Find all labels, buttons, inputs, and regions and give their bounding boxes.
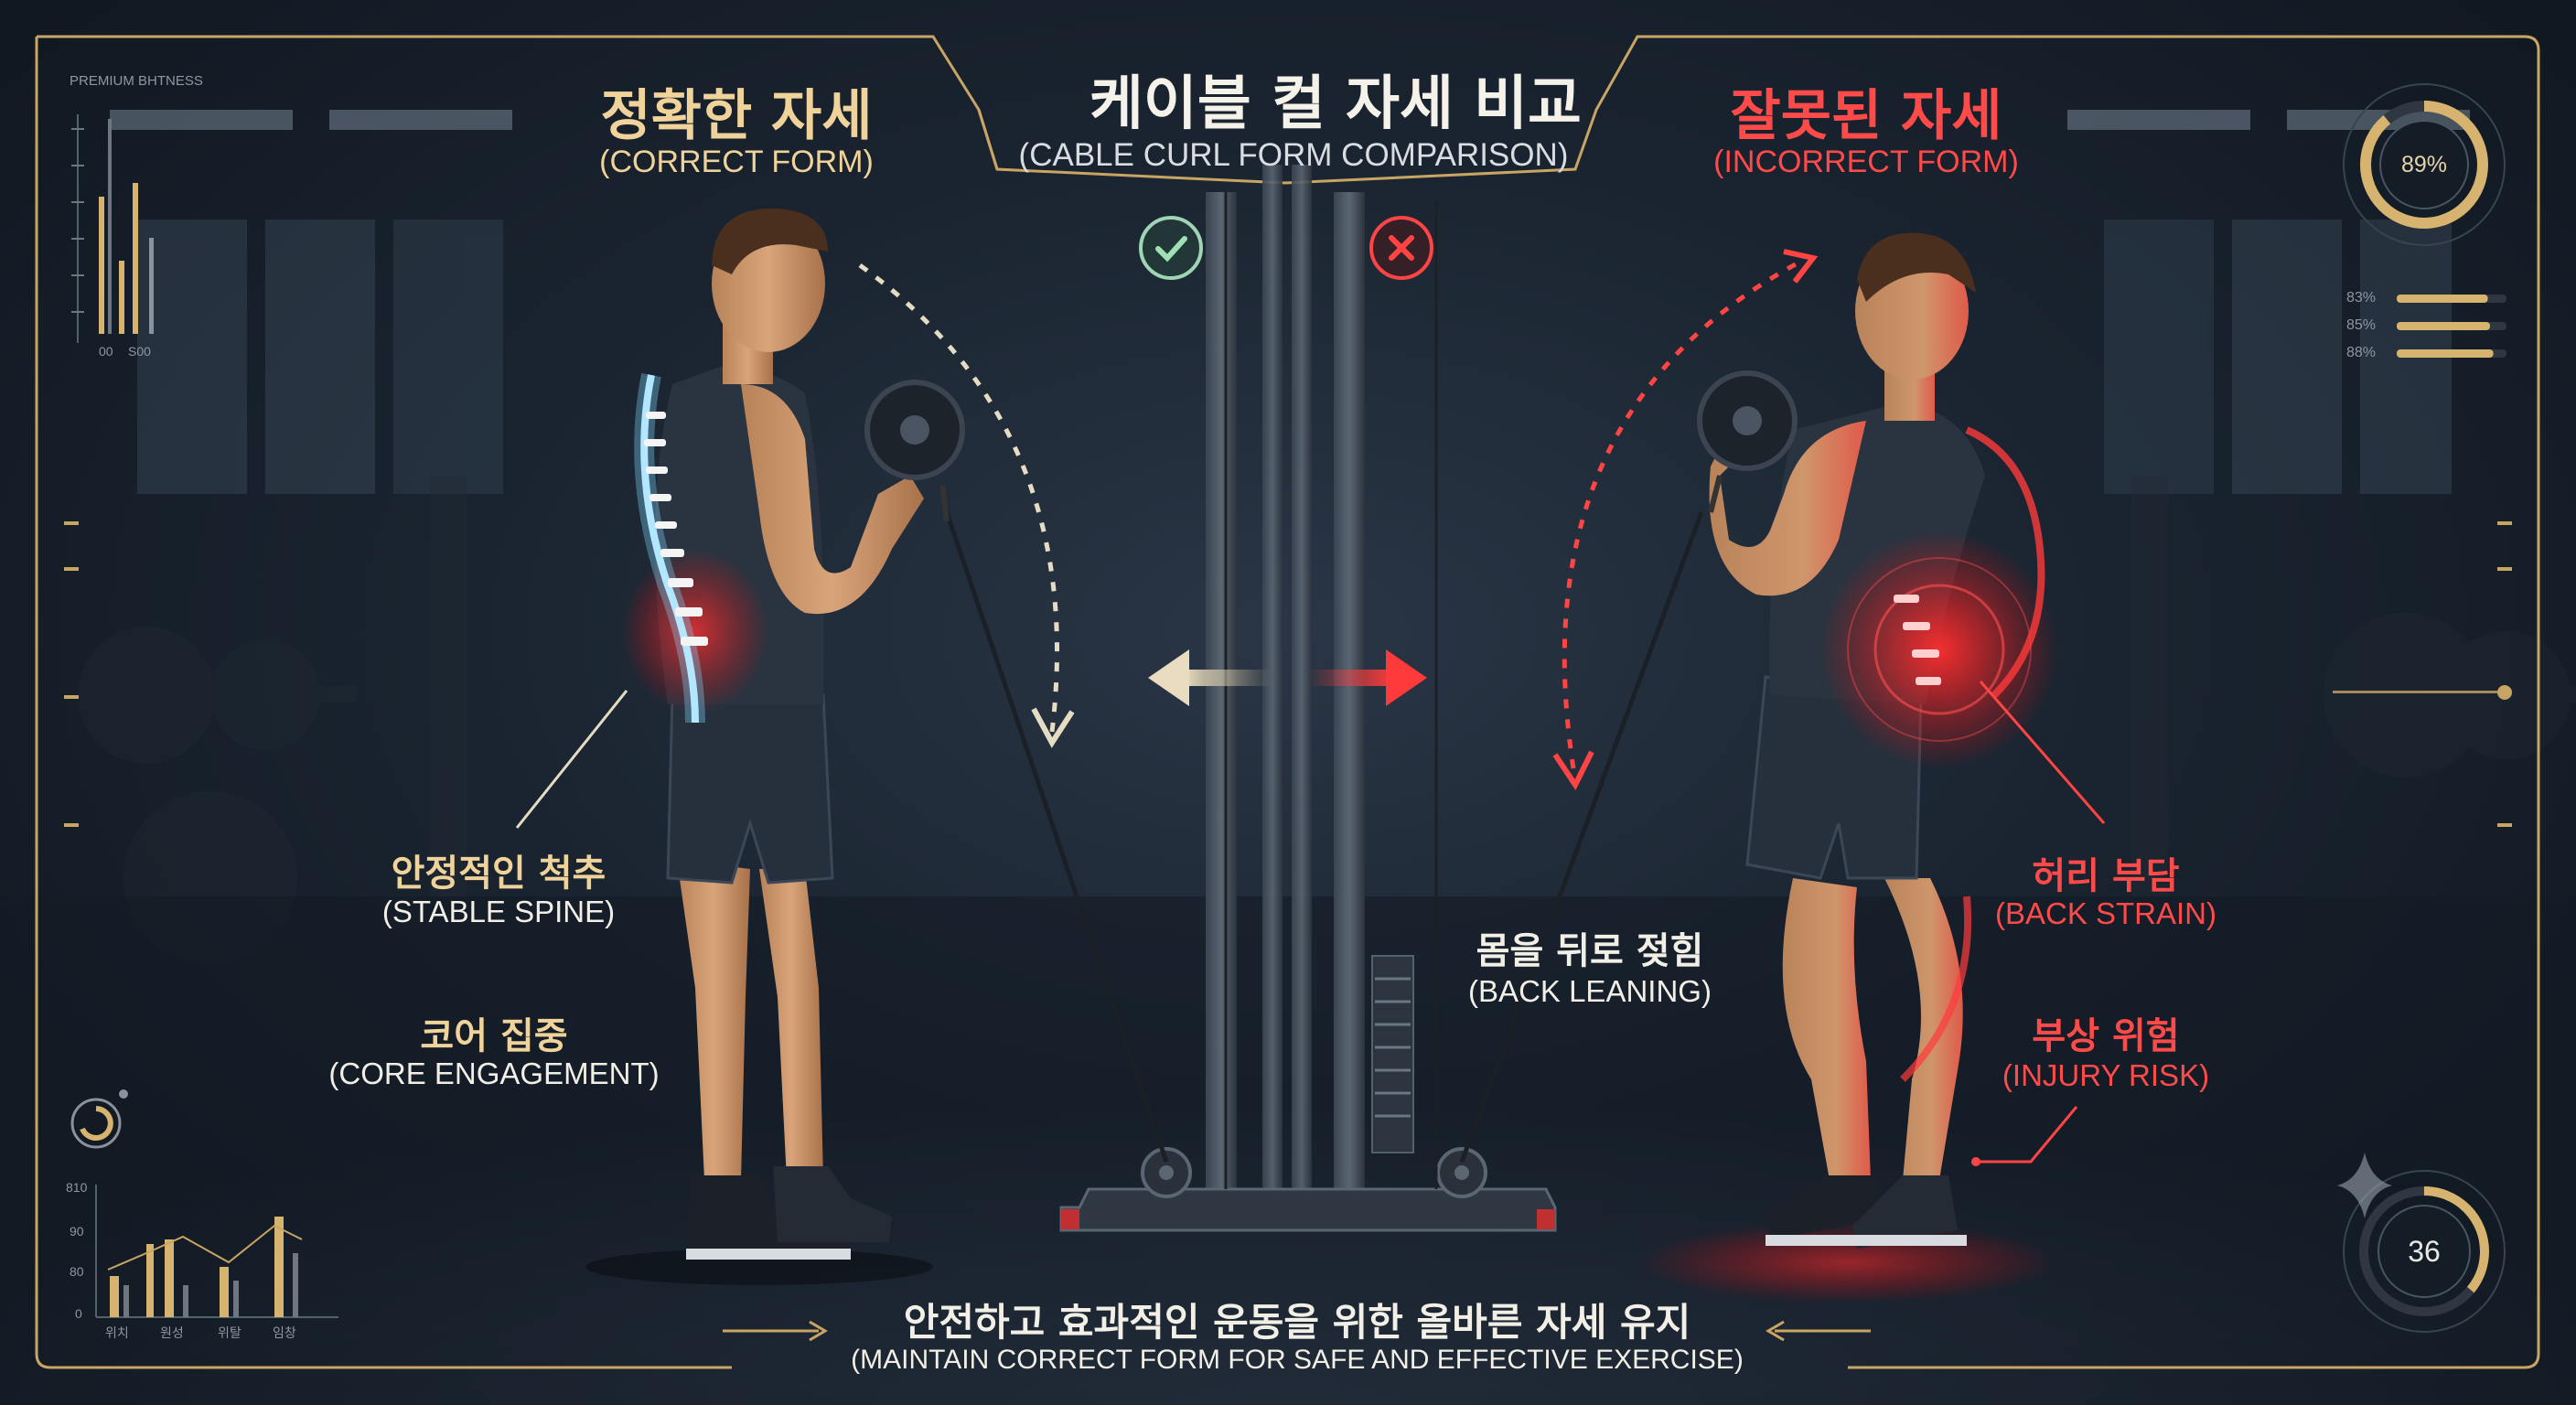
footer-ko: 안전하고 효과적인 운동을 위한 올바른 자세 유지 xyxy=(903,1300,1691,1345)
direction-arrows xyxy=(1148,649,1427,706)
check-icon xyxy=(1139,216,1203,280)
hud-ytick-2: 80 xyxy=(70,1264,84,1279)
hud-bars xyxy=(2397,295,2506,358)
incorrect-title-ko: 잘못된 자세 xyxy=(1730,84,2002,148)
hud-top-left-chart xyxy=(71,114,154,343)
label-back-strain-en: (BACK STRAIN) xyxy=(1994,896,2217,930)
label-injury-risk-en: (INJURY RISK) xyxy=(2002,1058,2210,1092)
hud-xtick-1: 원성 xyxy=(160,1325,184,1340)
hud-xtick-3: 임창 xyxy=(273,1325,296,1340)
x-icon xyxy=(1369,216,1433,280)
label-back-strain-ko: 허리 부담 xyxy=(2032,855,2180,897)
label-back-leaning-en: (BACK LEANING) xyxy=(1468,974,1712,1008)
hud-gauge-top-label: 89% xyxy=(2400,152,2448,177)
hud-brand: PREMIUM BHTNESS xyxy=(70,73,203,89)
hud-bar-label: 83% xyxy=(2346,290,2377,306)
correct-title-ko: 정확한 자세 xyxy=(600,84,873,148)
label-back-leaning-ko: 몸을 뒤로 젖힘 xyxy=(1476,930,1704,972)
hud-bar-fill xyxy=(2397,349,2494,358)
hud-axis-1: S00 xyxy=(128,344,151,359)
label-injury-risk-ko: 부상 위험 xyxy=(2032,1015,2180,1057)
hud-ytick-1: 90 xyxy=(70,1224,84,1239)
hud-gauge-bottom xyxy=(2337,1153,2506,1333)
footer-arrows xyxy=(723,1320,1871,1342)
title-ko: 케이블 컬 자세 비교 xyxy=(1089,70,1582,138)
hud-gauge-top xyxy=(2343,83,2506,246)
hud-ytick-0: 810 xyxy=(66,1180,88,1195)
hud-xtick-2: 위탈 xyxy=(218,1325,242,1340)
callout-lines xyxy=(515,681,2106,1164)
label-stable-spine-en: (STABLE SPINE) xyxy=(381,895,616,928)
hud-bar-fill xyxy=(2397,322,2490,330)
cable-machine xyxy=(944,165,1704,1232)
hud-axis-0: 00 xyxy=(99,344,113,359)
label-core-en: (CORE ENGAGEMENT) xyxy=(328,1056,660,1090)
frame-ticks xyxy=(64,521,2512,827)
hud-bottom-left xyxy=(70,1089,338,1318)
hud-bar-label: 88% xyxy=(2346,345,2377,360)
hud-bar-label: 85% xyxy=(2346,317,2377,333)
hud-xtick-0: 위치 xyxy=(105,1325,129,1340)
incorrect-title-en: (INCORRECT FORM) xyxy=(1713,145,2019,179)
hud-gauge-bottom-label: 36 xyxy=(2408,1235,2441,1268)
footer-en: (MAINTAIN CORRECT FORM FOR SAFE AND EFFE… xyxy=(851,1345,1744,1375)
correct-title-en: (CORRECT FORM) xyxy=(599,145,874,179)
frame-lines xyxy=(35,35,2540,1369)
label-stable-spine-ko: 안정적인 척추 xyxy=(391,853,606,895)
athlete-incorrect xyxy=(1637,232,2058,1303)
athlete-correct xyxy=(585,208,965,1285)
label-core-ko: 코어 집중 xyxy=(420,1015,568,1057)
hud-bar-fill xyxy=(2397,295,2488,303)
hud-ytick-3: 0 xyxy=(75,1306,82,1321)
title-en: (CABLE CURL FORM COMPARISON) xyxy=(1018,137,1569,173)
